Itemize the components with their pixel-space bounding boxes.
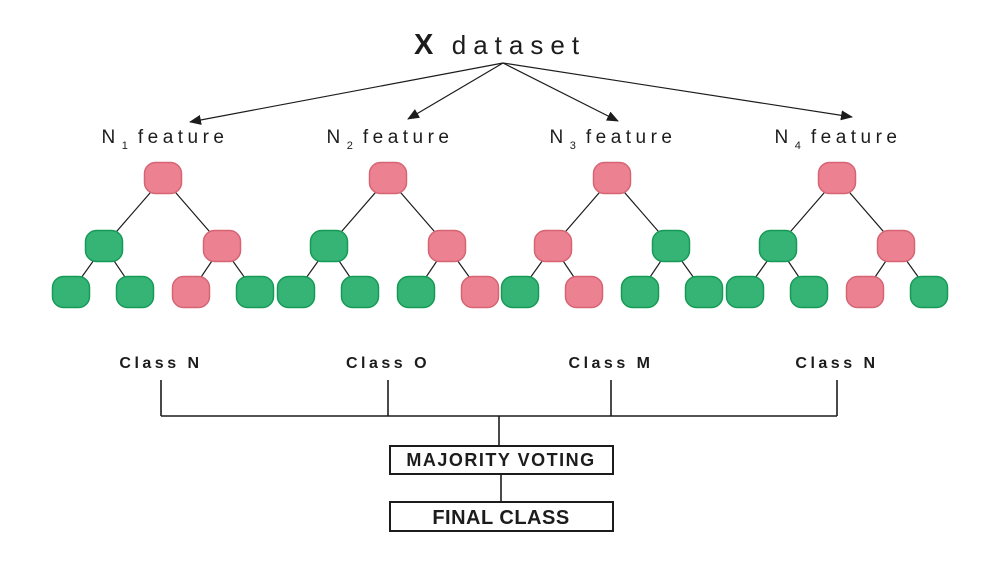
- arrow-to-tree-2: [407, 62, 504, 120]
- tree-2-root-node-red: [368, 161, 408, 195]
- tree-3-leaf-node-2-red: [564, 275, 604, 309]
- tree-3-leaf-node-3-green: [620, 275, 660, 309]
- tree-4-leaf-node-1-green: [725, 275, 765, 309]
- final-class-label: FINAL CLASS: [432, 507, 569, 529]
- arrow-to-tree-4: [502, 62, 853, 121]
- tree-4-root-node-red: [817, 161, 857, 195]
- class-label-1: Class N: [119, 355, 202, 372]
- tree-1-leaf-node-2-green: [115, 275, 155, 309]
- class-label-2: Class O: [346, 355, 430, 372]
- tree-1-leaf-node-3-red: [171, 275, 211, 309]
- class-label-3: Class M: [569, 355, 654, 372]
- voting-bracket: [160, 380, 838, 446]
- tree-4: [725, 161, 949, 309]
- tree-2-leaf-node-4-red: [460, 275, 500, 309]
- tree-3-leaf-node-1-green: [500, 275, 540, 309]
- tree-2-branch-node-1-green: [309, 229, 349, 263]
- tree-1-branch-node-1-green: [84, 229, 124, 263]
- tree-3-root-node-red: [592, 161, 632, 195]
- majority-voting-box: MAJORITY VOTING: [389, 445, 614, 475]
- class-labels: Class N Class O Class M Class N: [119, 355, 878, 372]
- tree-2-leaf-node-3-green: [396, 275, 436, 309]
- tree-2-leaf-node-2-green: [340, 275, 380, 309]
- tree-1: [51, 161, 275, 309]
- title-dataset: dataset: [452, 30, 586, 60]
- tree-4-branch-node-2-red: [876, 229, 916, 263]
- dataset-split-arrows: [189, 62, 853, 125]
- tree-2: [276, 161, 500, 309]
- decision-trees: [51, 161, 949, 309]
- tree-4-leaf-node-3-red: [845, 275, 885, 309]
- tree-1-branch-node-2-red: [202, 229, 242, 263]
- class-label-4: Class N: [795, 355, 878, 372]
- final-class-box: FINAL CLASS: [389, 501, 614, 532]
- diagram-title: X dataset: [414, 29, 586, 61]
- tree-4-branch-node-1-green: [758, 229, 798, 263]
- tree-2-branch-node-2-red: [427, 229, 467, 263]
- tree-4-leaf-node-4-green: [909, 275, 949, 309]
- tree-2-leaf-node-1-green: [276, 275, 316, 309]
- arrow-to-tree-3: [502, 62, 619, 122]
- tree-3-branch-node-1-red: [533, 229, 573, 263]
- tree-4-leaf-node-2-green: [789, 275, 829, 309]
- tree-1-leaf-node-4-green: [235, 275, 275, 309]
- tree-3-branch-node-2-green: [651, 229, 691, 263]
- arrow-to-tree-1: [189, 62, 504, 125]
- tree-1-leaf-node-1-green: [51, 275, 91, 309]
- tree-1-root-node-red: [143, 161, 183, 195]
- tree-3-leaf-node-4-green: [684, 275, 724, 309]
- majority-voting-label: MAJORITY VOTING: [406, 450, 595, 470]
- title-x: X: [414, 29, 434, 61]
- tree-3: [500, 161, 724, 309]
